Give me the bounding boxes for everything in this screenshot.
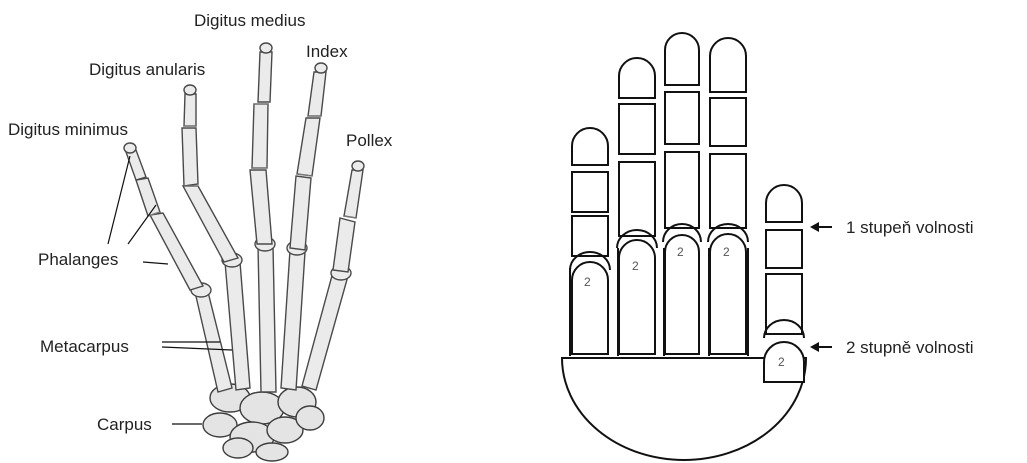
carpal-bones xyxy=(203,384,324,461)
schematic-finger-1 xyxy=(572,128,608,354)
joint-label-2: 2 xyxy=(778,355,785,369)
schematic-finger-3 xyxy=(665,33,699,354)
label-two-degrees-of-freedom: 2 stupně volnosti xyxy=(846,338,974,357)
schematic-finger-2 xyxy=(619,58,655,354)
label-carpus: Carpus xyxy=(97,415,152,434)
metacarpal-bones xyxy=(191,237,351,392)
schematic-thumb xyxy=(764,185,804,382)
label-one-degree-of-freedom: 1 stupeň volnosti xyxy=(846,218,974,237)
label-digitus-minimus: Digitus minimus xyxy=(8,120,128,139)
joint-label-2: 2 xyxy=(677,245,684,259)
finger-digitus-medius-bones xyxy=(250,43,272,244)
label-pollex: Pollex xyxy=(346,131,393,150)
finger-digitus-anularis-bones xyxy=(182,85,238,262)
joint-label-2: 2 xyxy=(584,275,591,289)
annotation-arrow-1 xyxy=(810,222,832,232)
label-metacarpus: Metacarpus xyxy=(40,337,129,356)
finger-index-bones xyxy=(290,63,327,250)
joint-label-2: 2 xyxy=(723,245,730,259)
schematic-finger-4 xyxy=(710,38,746,354)
schematic-hand: 2 2 2 2 2 xyxy=(562,33,806,460)
label-digitus-anularis: Digitus anularis xyxy=(89,60,205,79)
label-phalanges: Phalanges xyxy=(38,250,118,269)
annotation-arrow-2 xyxy=(810,342,832,352)
label-leader-lines xyxy=(108,156,232,424)
label-digitus-medius: Digitus medius xyxy=(194,11,306,30)
hand-skeleton-illustration xyxy=(124,43,364,461)
joint-label-2: 2 xyxy=(632,259,639,273)
label-index: Index xyxy=(306,42,348,61)
